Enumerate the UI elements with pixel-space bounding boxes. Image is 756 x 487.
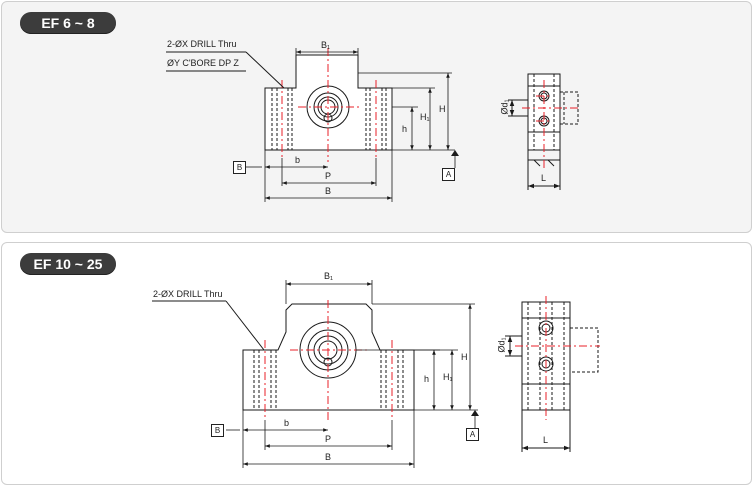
dim-label-l: L	[541, 173, 547, 183]
dim-label-h: H	[439, 104, 446, 114]
side-view-details-2	[505, 302, 599, 452]
datum-a-box: A	[442, 168, 455, 181]
dim-label-p-2: P	[325, 434, 332, 444]
side-centerlines	[522, 80, 580, 170]
dim-label-b-small: b	[295, 155, 301, 165]
datum-a-marker-2	[471, 410, 479, 416]
dim-label-d1-2: Ød₁	[496, 337, 507, 353]
panel-title-badge: EF 6 ~ 8	[20, 12, 116, 34]
dim-label-b-small-2: b	[284, 418, 290, 428]
callout-drill-text-2: 2-ØX DRILL Thru	[153, 289, 223, 299]
callout-cbore-text: ØY C'BORE DP Z	[167, 58, 239, 68]
dim-label-b-2: B	[325, 452, 332, 462]
hidden-drill-lines	[271, 88, 387, 150]
callout-drill-text: 2-ØX DRILL Thru	[167, 39, 237, 49]
centerlines	[281, 48, 377, 162]
datum-b-box: B	[233, 161, 246, 174]
dim-label-h-small-2: h	[424, 374, 430, 384]
drill-callout-leader-2	[152, 300, 265, 351]
datum-b-box-2: B	[211, 424, 224, 437]
datum-a-marker	[451, 150, 459, 156]
drill-callout-leader	[166, 51, 285, 89]
dimension-lines-2	[226, 280, 478, 468]
dim-label-b: B	[325, 186, 332, 196]
dim-label-h1-2: H₁	[443, 372, 453, 382]
dim-label-b1-2: B₁	[324, 271, 334, 281]
dim-label-h-small: h	[402, 124, 408, 134]
dimension-lines	[246, 48, 455, 202]
hidden-drill-lines-2	[253, 350, 404, 410]
dim-label-p: P	[325, 171, 332, 181]
datum-a-box-2: A	[466, 428, 479, 441]
centerlines-2	[264, 300, 393, 420]
panel-ef10-25: EF 10 ~ 25	[1, 242, 752, 485]
dim-label-b1: B₁	[321, 40, 331, 50]
dim-label-h-2: H	[461, 352, 468, 362]
dim-label-h1: H₁	[420, 112, 430, 122]
dim-label-l-2: L	[543, 435, 549, 445]
panel-title-badge: EF 10 ~ 25	[20, 253, 116, 275]
side-centerlines-2	[515, 296, 600, 420]
